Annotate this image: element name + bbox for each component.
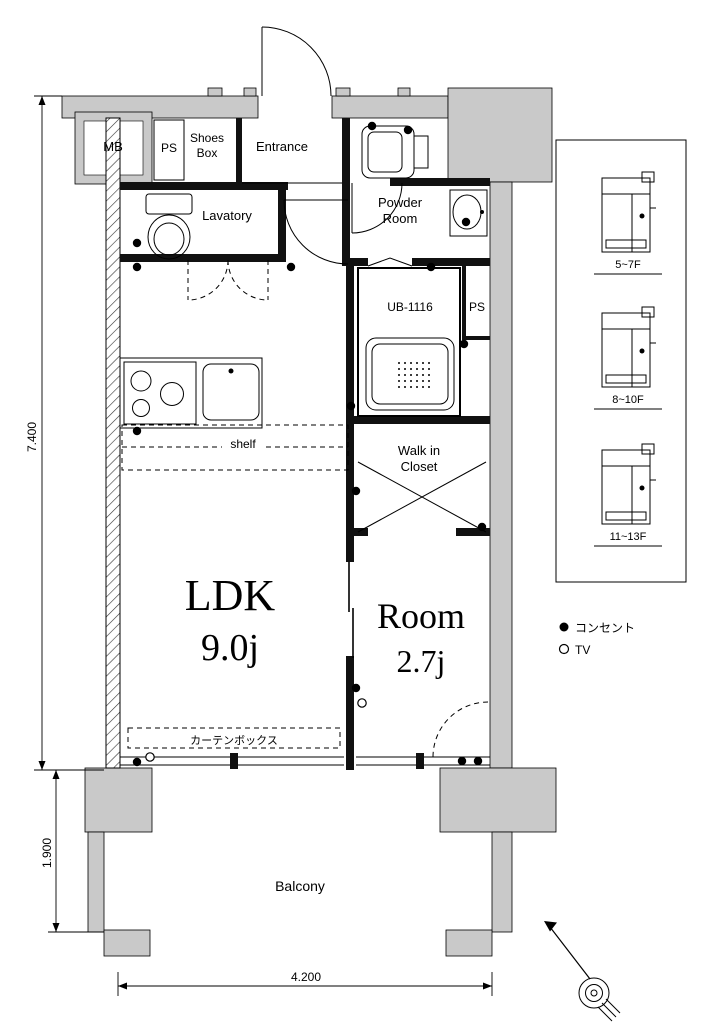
lavatory-label: Lavatory: [202, 208, 252, 223]
lavatory-toilet-fixture: [145, 193, 193, 260]
keyplan-floor-label: 11~13F: [610, 531, 647, 543]
fixtures: [119, 125, 488, 429]
outlet-legend-icon: [559, 622, 569, 632]
keyplan-floor-label: 5~7F: [615, 259, 641, 271]
outlet-marker: [132, 757, 142, 767]
pipe-space-shaft: [153, 119, 185, 181]
keyplan-floor-label: 8~10F: [612, 394, 644, 406]
ps-right-label: PS: [469, 300, 485, 314]
left-hatched-wall: [105, 117, 121, 769]
unit-bath-label: UB-1116: [387, 300, 433, 314]
keyplan-panel: 5~7F 8~10F 11~13F: [555, 139, 687, 583]
tv-marker: [145, 752, 155, 762]
room-name-label: Room: [377, 596, 465, 636]
dashed-features: [121, 259, 489, 758]
curtain-box-outline: [127, 727, 341, 749]
room-labels: MB PS Shoes Box Entrance Powder Room Lav…: [103, 131, 485, 894]
outlet-marker: [132, 426, 142, 436]
hall-closet-door-left: [187, 259, 229, 301]
legend: コンセント TV: [558, 621, 635, 657]
hall-closet-door-right: [227, 259, 269, 301]
shoes-box-label-line2: Box: [197, 146, 218, 160]
dim-bottom-label: 4.200: [291, 970, 321, 984]
stove-burner-3: [160, 382, 184, 406]
mb-label: MB: [103, 139, 123, 154]
dim-left-main-label: 7.400: [25, 422, 39, 452]
outlet-marker: [477, 522, 487, 532]
kitchen-fixture: [119, 357, 263, 429]
bath-folding-door: [367, 257, 413, 267]
stove-burner-2: [132, 399, 150, 417]
room-size-label: 2.7j: [397, 643, 446, 679]
entrance-door-swing: [261, 26, 332, 97]
outlet-markers: [132, 121, 487, 767]
powder-room-label-line1: Powder: [378, 195, 423, 210]
wic-label-line2: Closet: [401, 459, 438, 474]
doors: [261, 26, 413, 658]
ldk-size-label: 9.0j: [201, 627, 259, 669]
structural-gray-walls: [61, 87, 557, 957]
wic-diagonal-2: [357, 461, 487, 533]
legend-outlet-label: コンセント: [575, 621, 635, 635]
entrance-label: Entrance: [256, 139, 308, 154]
compass-rose-icon: [544, 921, 621, 1022]
outlet-marker: [461, 217, 471, 227]
shelf-outline: [121, 424, 349, 471]
outlet-marker: [473, 756, 483, 766]
outlet-marker: [351, 486, 361, 496]
interior-walls: [120, 118, 490, 770]
curtain-box-label: カーテンボックス: [190, 734, 278, 747]
outlet-marker: [286, 262, 296, 272]
kitchen-sink: [202, 363, 260, 421]
balcony-label: Balcony: [275, 878, 325, 894]
outlet-marker: [351, 683, 361, 693]
bathtub-fixture: [357, 267, 461, 417]
ldk-door-swing: [283, 199, 349, 265]
faucet: [228, 368, 234, 374]
outlet-marker: [403, 125, 413, 135]
outlet-marker: [346, 401, 356, 411]
legend-tv-label: TV: [575, 643, 590, 657]
room-closet-door-swing: [432, 701, 489, 758]
windows: [120, 182, 490, 769]
dim-left-balcony-label: 1.900: [40, 838, 54, 868]
tv-marker: [357, 698, 367, 708]
ps-top-label: PS: [161, 141, 177, 155]
outlet-marker: [367, 121, 377, 131]
stove-burner-1: [130, 370, 152, 392]
outlet-marker: [457, 756, 467, 766]
shelf-label: shelf: [230, 437, 256, 451]
toilet-room-fixture: [361, 125, 429, 179]
washbasin-fixture: [449, 189, 488, 237]
outlet-marker: [459, 339, 469, 349]
tv-markers: [145, 698, 367, 762]
wic-label-line1: Walk in: [398, 443, 440, 458]
toilet-door-swing: [351, 182, 403, 234]
outlet-marker: [426, 262, 436, 272]
outlet-marker: [132, 238, 142, 248]
outlet-marker: [132, 262, 142, 272]
shoes-box-label-line1: Shoes: [190, 131, 224, 145]
ldk-name-label: LDK: [185, 571, 276, 620]
dimensions: 7.400 1.900 4.200: [25, 95, 493, 996]
tv-legend-icon: [558, 643, 570, 655]
powder-room-label-line2: Room: [383, 211, 418, 226]
